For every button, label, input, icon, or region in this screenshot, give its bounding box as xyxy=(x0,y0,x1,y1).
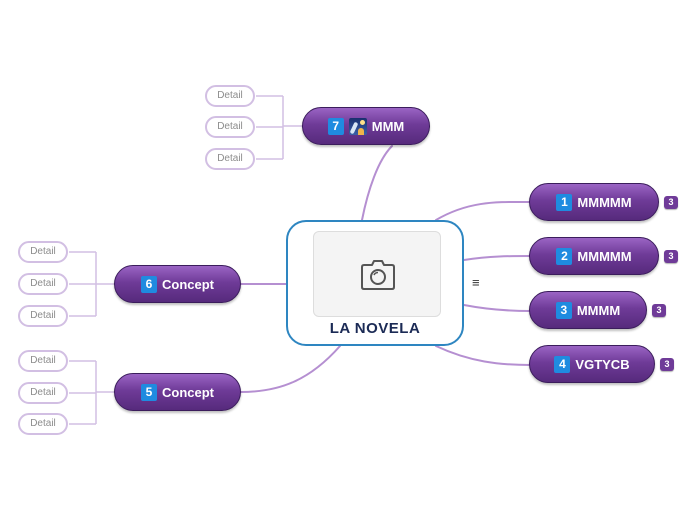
topic-5-detail[interactable]: Detail xyxy=(18,413,68,435)
topic-6[interactable]: 6 Concept xyxy=(114,265,241,303)
topic-7[interactable]: 7 MMM xyxy=(302,107,430,145)
topic-5[interactable]: 5 Concept xyxy=(114,373,241,411)
notes-icon[interactable]: ≡ xyxy=(472,275,480,290)
central-topic[interactable]: LA NOVELA xyxy=(286,220,464,346)
topic-1-subtopic-count-badge[interactable]: 3 xyxy=(664,196,678,209)
number-2-icon: 2 xyxy=(556,247,573,265)
camera-icon xyxy=(361,260,395,290)
topic-1[interactable]: 1 MMMMM xyxy=(529,183,659,221)
topic-1-label: MMMMM xyxy=(577,194,632,210)
topic-2[interactable]: 2 MMMMM xyxy=(529,237,659,275)
topic-4[interactable]: 4 VGTYCB xyxy=(529,345,655,383)
topic-7-detail[interactable]: Detail xyxy=(205,85,255,107)
topic-4-label: VGTYCB xyxy=(575,356,630,372)
topic-3-subtopic-count-badge[interactable]: 3 xyxy=(652,304,666,317)
topic-3[interactable]: 3 MMMM xyxy=(529,291,647,329)
number-1-icon: 1 xyxy=(556,193,573,211)
topic-7-detail[interactable]: Detail xyxy=(205,116,255,138)
topic-2-subtopic-count-badge[interactable]: 3 xyxy=(664,250,678,263)
topic-5-detail[interactable]: Detail xyxy=(18,382,68,404)
number-5-icon: 5 xyxy=(141,383,157,401)
topic-2-label: MMMMM xyxy=(577,248,632,264)
topic-6-label: Concept xyxy=(162,276,214,292)
topic-6-detail[interactable]: Detail xyxy=(18,305,68,327)
number-3-icon: 3 xyxy=(555,301,572,319)
central-topic-title: LA NOVELA xyxy=(329,320,421,337)
image-placeholder[interactable] xyxy=(313,231,441,317)
number-6-icon: 6 xyxy=(141,275,157,293)
topic-4-subtopic-count-badge[interactable]: 3 xyxy=(660,358,674,371)
topic-5-detail[interactable]: Detail xyxy=(18,350,68,372)
topic-6-detail[interactable]: Detail xyxy=(18,273,68,295)
topic-3-label: MMMM xyxy=(576,302,621,318)
topic-7-label: MMM xyxy=(371,118,405,134)
topic-7-detail[interactable]: Detail xyxy=(205,148,255,170)
topic-6-detail[interactable]: Detail xyxy=(18,241,68,263)
night-scene-image-icon xyxy=(348,117,367,135)
number-4-icon: 4 xyxy=(554,355,571,373)
number-7-icon: 7 xyxy=(327,117,344,135)
topic-5-label: Concept xyxy=(162,384,214,400)
